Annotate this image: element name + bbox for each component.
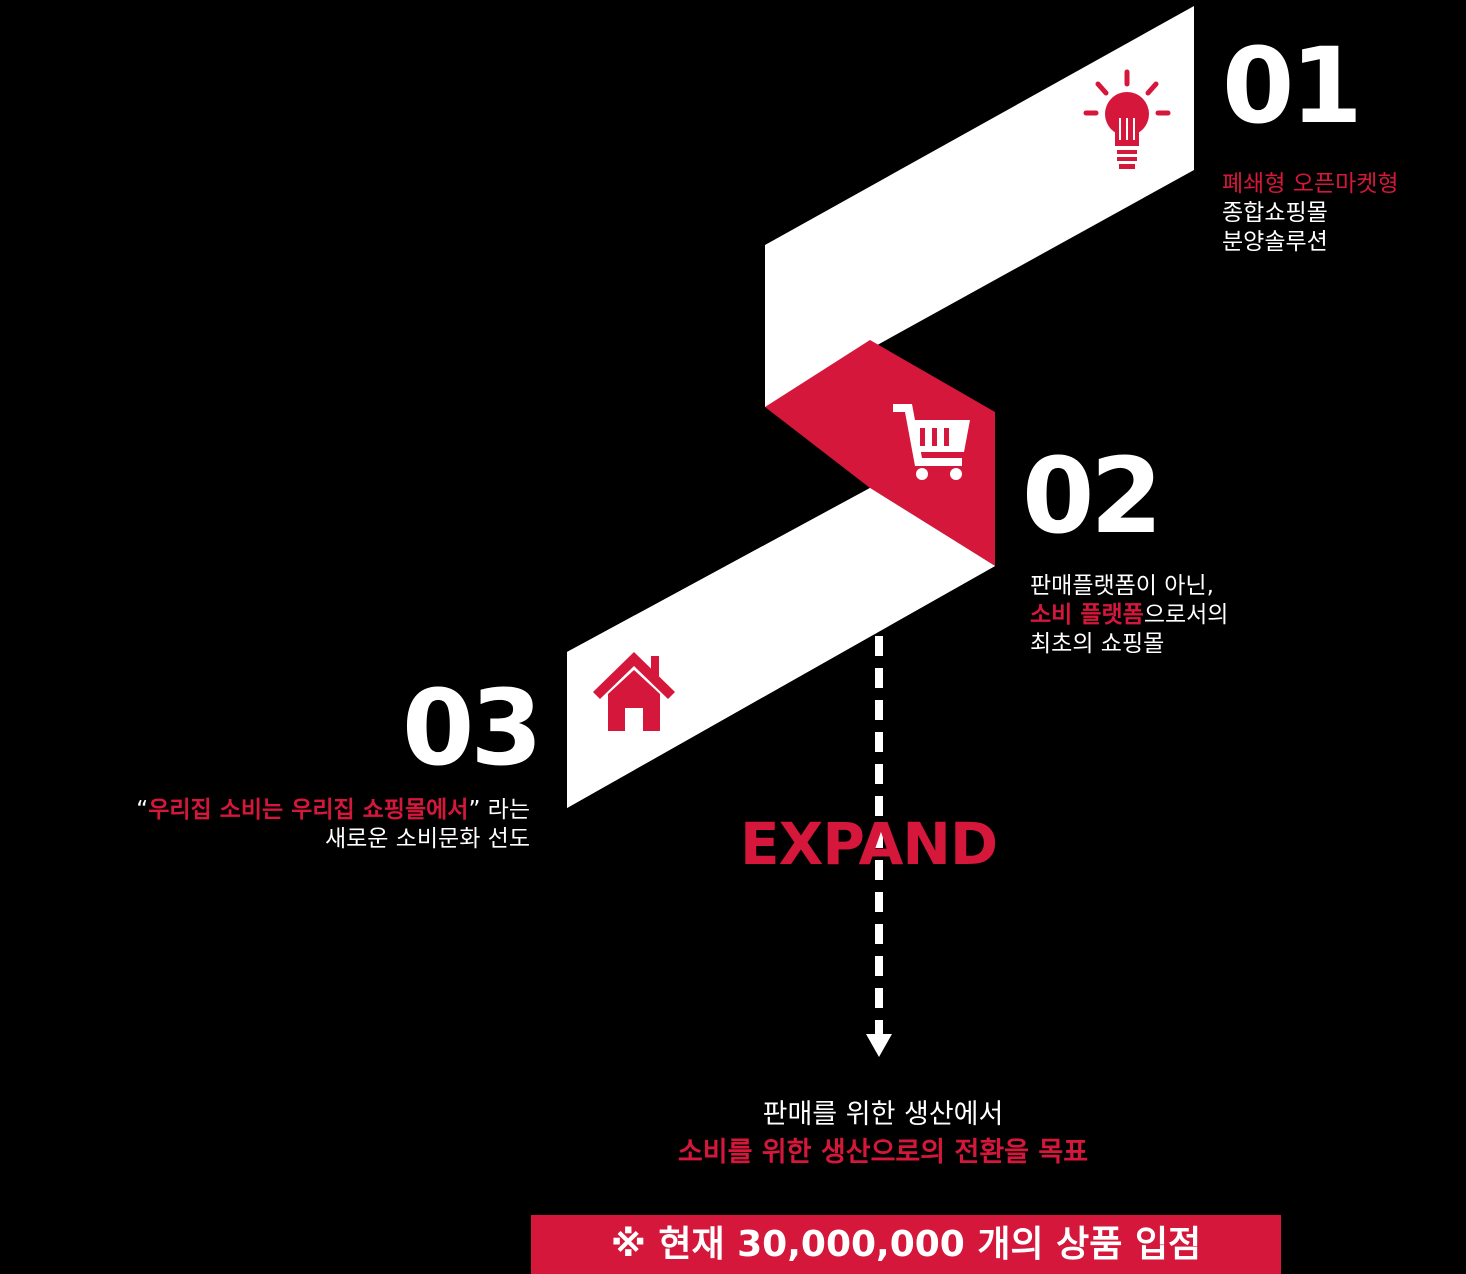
step-03-description: “우리집 소비는 우리집 쇼핑몰에서” 라는 새로운 소비문화 선도 [136,796,530,854]
expand-label: EXPAND [740,810,998,878]
step-02-line-2: 소비 플랫폼으로서의 [1030,601,1228,630]
shopping-cart-icon [893,404,970,480]
bottom-line-1: 판매를 위한 생산에서 [762,1099,1004,1130]
ribbon-band-bottom-body [567,488,995,808]
lightbulb-icon [1083,69,1171,169]
step-03-line-2: 새로운 소비문화 선도 [324,826,530,852]
step-02-line-3: 최초의 쇼핑몰 [1030,631,1165,657]
home-icon [593,652,675,731]
step-01-number: 01 [1222,25,1363,147]
step-02-highlight: 소비 플랫폼 [1030,602,1144,628]
expand-arrowhead [866,1034,892,1057]
ribbon-band-top [765,6,1194,407]
step-01-line-1: 폐쇄형 오픈마켓형 [1222,171,1399,197]
step-01-line-3: 분양솔루션 [1222,229,1328,255]
bottom-line-2: 소비를 위한 생산으로의 전환을 목표 [677,1137,1089,1168]
step-02-number: 02 [1022,435,1163,557]
ribbon-fold-red [765,340,995,566]
step-02-line-2-rest: 으로서의 [1143,602,1229,628]
step-03-number: 03 [402,667,543,789]
ribbon-band-vertical [765,245,870,407]
step-02-description: 판매플랫폼이 아닌, 소비 플랫폼으로서의 최초의 쇼핑몰 [1030,572,1228,659]
step-03-line-1: “우리집 소비는 우리집 쇼핑몰에서” 라는 [136,796,530,825]
step-03-close-quote: ” 라는 [468,797,530,823]
step-03-open-quote: “ [136,797,149,823]
step-01-description: 폐쇄형 오픈마켓형 종합쇼핑몰 분양솔루션 [1222,170,1399,257]
step-03-highlight: 우리집 소비는 우리집 쇼핑몰에서 [148,797,469,823]
step-02-line-1: 판매플랫폼이 아닌, [1030,573,1214,599]
product-count-banner: ※ 현재 30,000,000 개의 상품 입점 [531,1215,1281,1274]
step-01-line-2: 종합쇼핑몰 [1222,200,1328,226]
bottom-goal-text: 판매를 위한 생산에서 소비를 위한 생산으로의 전환을 목표 [0,1096,1466,1172]
